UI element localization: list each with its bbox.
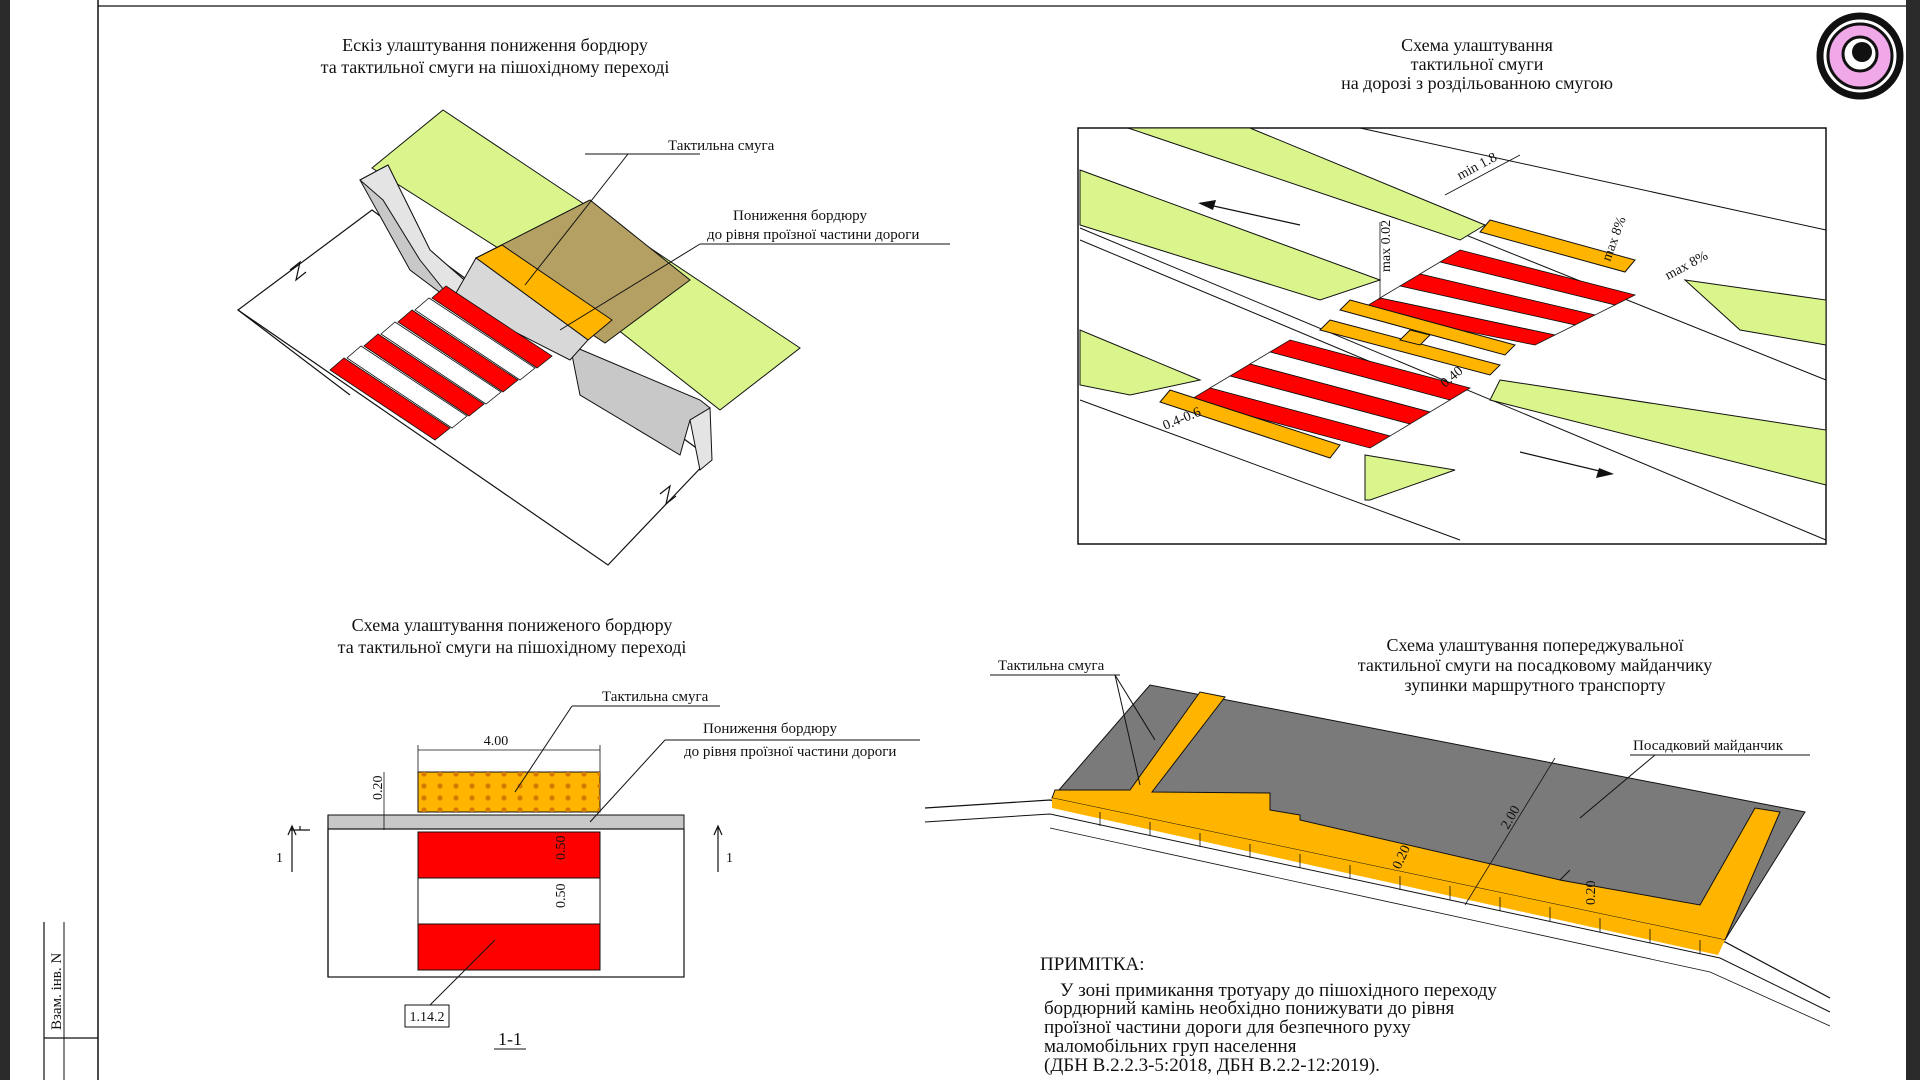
panel2-title-line1: Схема улаштування — [1401, 35, 1553, 55]
grass-strip-top — [1127, 127, 1487, 241]
panel-divided-road: Схема улаштування тактильної смуги на до… — [1077, 35, 1827, 545]
panel4-title-line2: тактильної смуги на посадковому майданчи… — [1358, 655, 1712, 675]
dim-020: 0.20 — [371, 776, 386, 801]
dim-050-b: 0.50 — [554, 884, 569, 909]
note-line5: (ДБН В.2.2.3-5:2018, ДБН В.2.2-12:2019). — [1044, 1055, 1380, 1076]
section-label: 1-1 — [498, 1029, 522, 1049]
crosswalk-upper — [1358, 249, 1637, 346]
stripe-red-1 — [417, 831, 601, 879]
dim-max002: max 0.02 — [1379, 220, 1394, 272]
side-stamp-text: Взам. інв. N — [49, 953, 65, 1030]
panel2-title-line3: на дорозі з роздільованною смугою — [1341, 73, 1613, 93]
panel-bus-stop: Схема улаштування попереджувальної такти… — [924, 635, 1831, 1027]
panel3-label-curb-1: Пониження бордюру — [703, 721, 837, 737]
tactile-strip-p2 — [1339, 299, 1516, 356]
stripe-red-2 — [417, 923, 601, 971]
panel4-label-tactile: Тактильна смуга — [998, 658, 1105, 674]
tactile-strip-p2 — [1159, 389, 1341, 459]
dim-050-a: 0.50 — [554, 836, 569, 861]
road-curb-line — [924, 813, 1831, 1013]
panel4-label-platform: Посадковий майданчик — [1633, 738, 1784, 754]
panel1-title-line2: та тактильної смуги на пішохідному перех… — [321, 57, 670, 77]
panel-curb-section: Схема улаштування пониженого бордюру та … — [276, 615, 920, 1050]
left-dark-margin — [0, 0, 10, 1080]
curb-lower-face — [689, 407, 713, 471]
tactile-strip-p2 — [1479, 219, 1636, 273]
panel3-label-tactile: Тактильна смуга — [602, 689, 709, 705]
panel1-title-line1: Ескіз улаштування пониження бордюру — [342, 35, 648, 55]
note-block: ПРИМІТКА: У зоні примикання тротуару до … — [1040, 954, 1497, 1076]
tactile-strip-p2 — [1319, 319, 1501, 376]
panel-sketch-curb: Ескіз улаштування пониження бордюру та т… — [236, 35, 950, 566]
panel3-title-line1: Схема улаштування пониженого бордюру — [352, 615, 673, 635]
panel2-title-line2: тактильної смуги — [1411, 54, 1544, 74]
grass-strip-lower-left — [1079, 329, 1202, 396]
tactile-strip-p4 — [1051, 691, 1781, 941]
right-dark-margin — [1906, 0, 1920, 1080]
grass-strip-left — [1079, 169, 1382, 301]
note-line1: У зоні примикання тротуару до пішохідног… — [1060, 980, 1497, 1001]
panel1-label-tactile: Тактильна смуга — [668, 138, 775, 154]
crosswalk-lower — [1188, 339, 1472, 449]
panel1-label-curb-1: Пониження бордюру — [733, 208, 867, 224]
road-curb-line — [1049, 827, 1831, 1027]
logo — [1816, 12, 1904, 100]
grass-median-right — [1489, 379, 1827, 486]
crosswalk-stripes — [329, 285, 553, 441]
section-mark-left: 1 — [276, 851, 283, 866]
note-line3: проїзної частини дороги для безпечного р… — [1044, 1017, 1411, 1038]
panel3-title-line2: та тактильної смуги на пішохідному перех… — [338, 637, 687, 657]
curb-stones — [1099, 812, 1701, 954]
dim-020-b: 0.20 — [1584, 881, 1599, 906]
grass-strip-bottom — [1364, 454, 1456, 501]
dim-width: 4.00 — [484, 734, 509, 749]
note-line4: маломобільних груп населення — [1044, 1036, 1297, 1057]
curb-band — [327, 814, 685, 830]
direction-arrow-right — [1519, 451, 1614, 478]
tactile-strip-p4-lower — [1052, 798, 1725, 955]
section-mark-right: 1 — [726, 851, 733, 866]
panel3-label-curb-2: до рівня проїзної частини дороги — [684, 744, 896, 760]
stripe-white — [417, 877, 601, 925]
panel1-label-curb-2: до рівня проїзної частини дороги — [707, 227, 919, 243]
panel4-title-line1: Схема улаштування попереджувальної — [1386, 635, 1683, 655]
grass-strip-right — [1683, 279, 1827, 346]
direction-arrow-left — [1198, 200, 1301, 226]
sign-code-box — [404, 1004, 450, 1028]
break-mark — [659, 484, 677, 506]
curb-lowered-ramp — [451, 257, 589, 361]
sign-code: 1.14.2 — [410, 1010, 445, 1025]
note-heading: ПРИМІТКА: — [1040, 954, 1145, 975]
note-line2: бордюрний камінь необхідно понижувати до… — [1044, 998, 1455, 1019]
tactile-strip-p2 — [1399, 329, 1431, 346]
tactile-dots — [418, 772, 600, 812]
break-mark — [289, 260, 307, 282]
panel4-title-line3: зупинки маршрутного транспорту — [1404, 675, 1665, 695]
